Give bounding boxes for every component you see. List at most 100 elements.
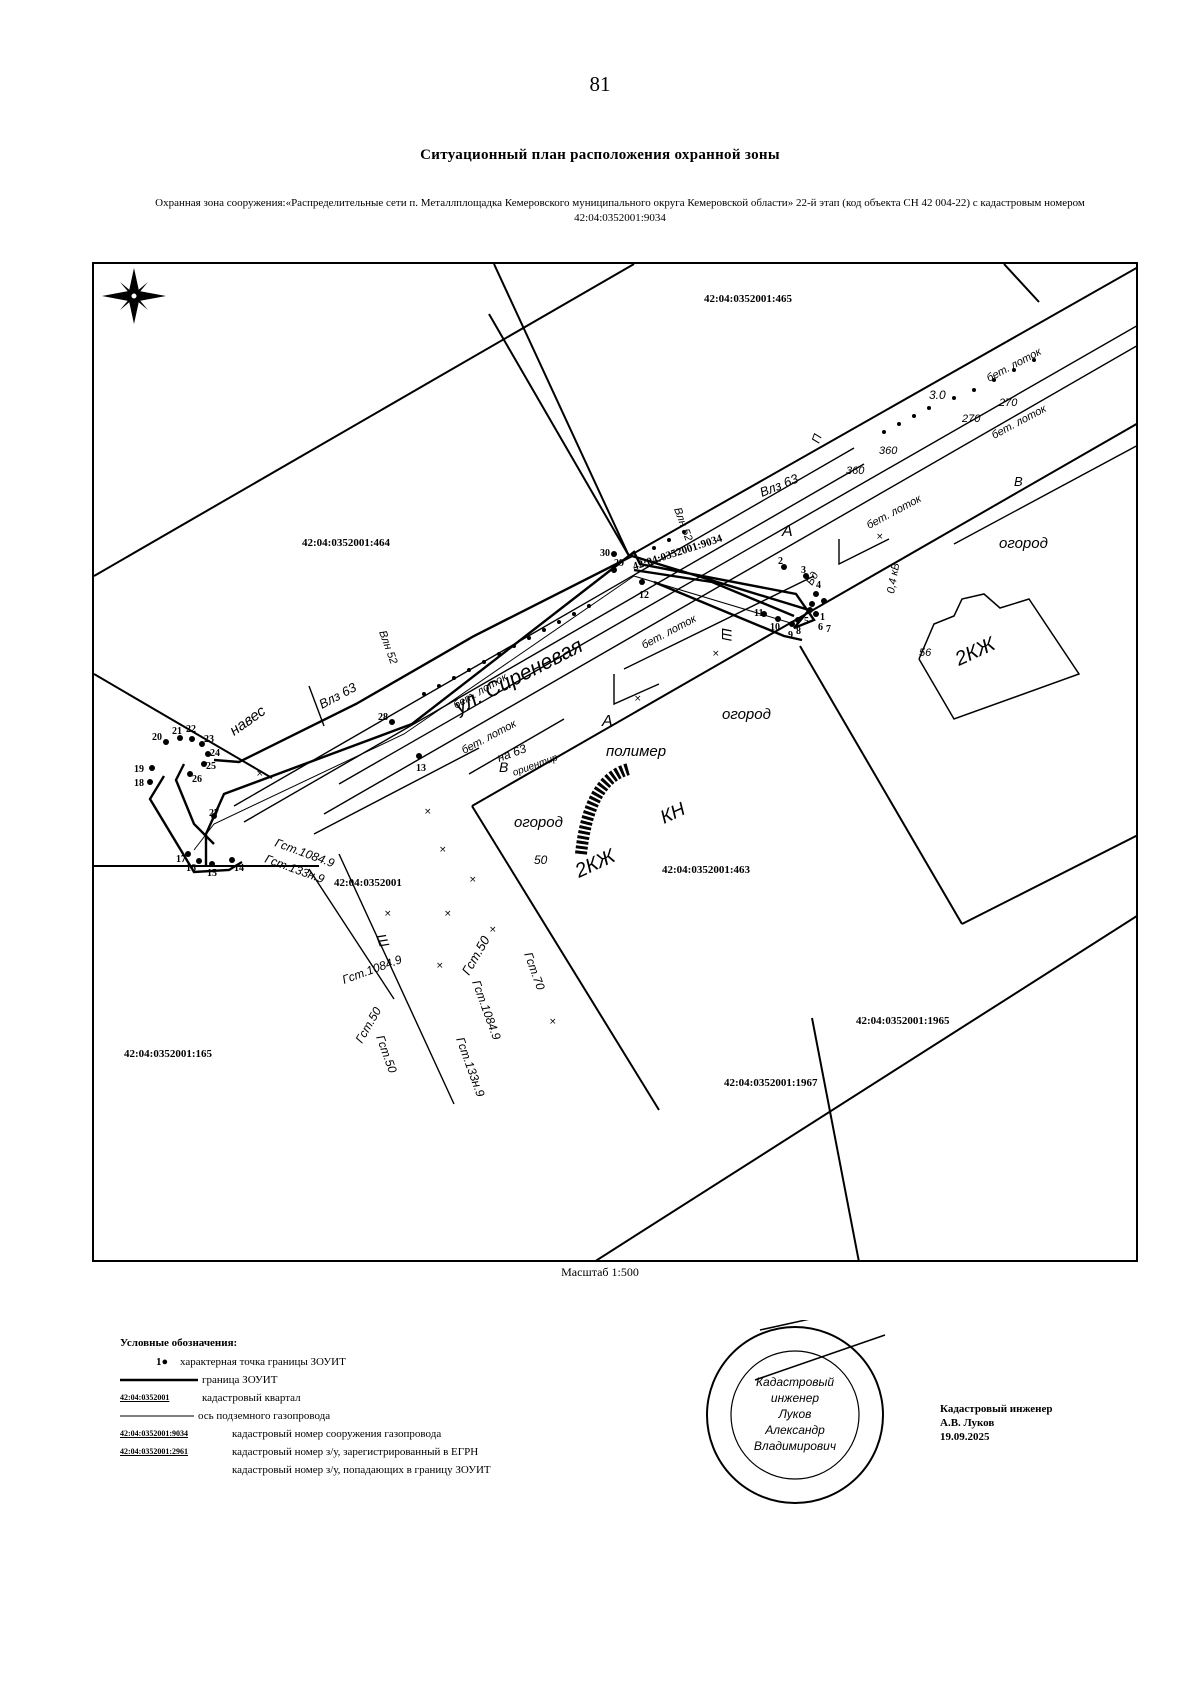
svg-text:11: 11 [754, 608, 763, 619]
label-gst-1084-2: Гст.1084.9 [340, 952, 404, 987]
point-3: 3 [801, 565, 809, 579]
svg-text:26: 26 [192, 774, 202, 785]
svg-text:×: × [549, 1017, 557, 1027]
svg-text:×: × [444, 909, 452, 919]
label-gst-50-3: Гст.50 [373, 1033, 400, 1075]
point-15: 15 [207, 861, 217, 879]
parcel-label-1965: 42:04:0352001:1965 [856, 1015, 950, 1027]
svg-text:24: 24 [210, 748, 220, 759]
svg-text:×: × [876, 532, 884, 542]
legend-item-affected-parcel: кадастровый номер з/у, попадающих в гран… [120, 1461, 680, 1479]
parcel-label-465: 42:04:0352001:465 [704, 293, 792, 305]
svg-text:9: 9 [788, 630, 793, 641]
point-10: 10 [770, 616, 781, 633]
parcel-boundaries [94, 264, 1136, 1260]
svg-text:×: × [436, 961, 444, 971]
document-title: Ситуационный план расположения охранной … [420, 147, 780, 163]
label-vln: Влн 52 [376, 629, 399, 666]
point-23: 23 [199, 734, 214, 747]
legend-text-quarter: кадастровый квартал [202, 1392, 301, 1404]
label-ogorod-1: огород [722, 706, 771, 723]
street-lines [233, 325, 1136, 1105]
label-bet-lotok-6: бет. лоток [985, 346, 1044, 385]
point-12: 12 [639, 579, 649, 601]
label-3: 3.0 [929, 388, 946, 402]
legend-item-quarter: 42:04:0352001 кадастровый квартал [120, 1389, 680, 1407]
legend: Условные обозначения: 1● характерная точ… [120, 1337, 680, 1479]
label-56: 56 [919, 647, 932, 659]
parcel-label-463: 42:04:0352001:463 [662, 864, 750, 876]
point-6: 6 [807, 607, 823, 633]
svg-text:×: × [439, 845, 447, 855]
point-5: 5 [804, 601, 815, 627]
stamp-line-3: Луков [778, 1407, 812, 1421]
stamp-line-1: Кадастровый [756, 1375, 834, 1389]
label-gst-1084-3: Гст.1084.9 [469, 978, 504, 1042]
point-13: 13 [416, 753, 426, 774]
svg-text:1: 1 [820, 612, 825, 623]
point-11: 11 [754, 608, 767, 619]
legend-item-structure-number: 42:04:0352001:9034 кадастровый номер соо… [120, 1425, 680, 1443]
situation-map[interactable]: 42:04:0352001:465 42:04:0352001:464 42:0… [92, 262, 1138, 1262]
label-gst-70: Гст.70 [521, 950, 548, 992]
point-9: 9 [788, 621, 795, 641]
svg-text:19: 19 [134, 764, 144, 775]
point-2: 2 [778, 556, 787, 570]
legend-text-egrn-parcel: кадастровый номер з/у, зарегистрированны… [232, 1446, 479, 1458]
power-line-dots [422, 358, 1036, 696]
svg-text:3: 3 [801, 565, 806, 576]
zone-boundary-line-icon [120, 1371, 240, 1389]
label-bet-lotok-4: бет. лоток [865, 493, 924, 532]
map-canvas: 42:04:0352001:465 42:04:0352001:464 42:0… [94, 264, 1136, 1260]
gas-pipeline-axis [193, 575, 795, 851]
svg-text:17: 17 [176, 854, 186, 865]
svg-text:6: 6 [818, 622, 823, 633]
legend-symbol-structure: 42:04:0352001:9034 [120, 1429, 188, 1438]
svg-text:10: 10 [770, 622, 780, 633]
label-bet-lotok-3: бет. лоток [640, 613, 699, 652]
legend-symbol-egrn-parcel: 42:04:0352001:2961 [120, 1447, 188, 1456]
boundary-points: 1 2 3 11 12 13 14 15 16 17 18 19 20 21 2… [134, 548, 831, 879]
quarter-label: 42:04:0352001 [334, 877, 402, 889]
label-p: П [809, 432, 825, 445]
svg-text:4: 4 [816, 580, 821, 591]
parcel-label-165: 42:04:0352001:165 [124, 1048, 212, 1060]
label-b: В [499, 759, 508, 775]
point-21: 21 [172, 726, 183, 741]
label-270-1: 270 [961, 413, 981, 425]
label-a-1: А [781, 523, 793, 540]
neighbour-building [918, 593, 1081, 720]
svg-text:22: 22 [186, 724, 196, 735]
vegetation-markers: ××× ××× ××× ××× [256, 532, 884, 1027]
legend-text-point: характерная точка границы ЗОУИТ [180, 1356, 346, 1368]
svg-text:15: 15 [207, 868, 217, 879]
legend-text-structure: кадастровый номер сооружения газопровода [232, 1428, 442, 1440]
svg-text:×: × [424, 807, 432, 817]
point-24: 24 [205, 748, 220, 759]
engineer-name: А.В. Луков [940, 1417, 995, 1429]
point-14: 14 [229, 857, 244, 874]
stamp-line-5: Владимирович [754, 1439, 836, 1453]
legend-symbol-quarter: 42:04:0352001 [120, 1393, 170, 1402]
stamp-line-4: Александр [764, 1423, 825, 1437]
label-ogorod-2: огород [514, 814, 563, 831]
point-25: 25 [201, 761, 216, 772]
svg-text:5: 5 [804, 616, 809, 627]
svg-text:×: × [384, 909, 392, 919]
label-360-1: 360 [879, 445, 898, 457]
zone-boundary [148, 550, 816, 874]
svg-text:×: × [712, 649, 720, 659]
svg-text:21: 21 [172, 726, 182, 737]
svg-text:16: 16 [186, 863, 196, 874]
svg-text:25: 25 [206, 761, 216, 772]
legend-item-zone-boundary: граница ЗОУИТ [120, 1371, 680, 1389]
label-vln-2: Влн 52 [671, 506, 694, 543]
point-7: 7 [813, 611, 831, 635]
stamp-line-2: инженер [771, 1391, 819, 1405]
svg-text:2: 2 [778, 556, 783, 567]
label-50: 50 [534, 853, 548, 867]
point-26: 26 [187, 771, 202, 785]
label-navyes: навес [227, 702, 270, 739]
label-04kv: 0,4 кВ [885, 562, 902, 595]
point-19: 19 [134, 764, 155, 775]
